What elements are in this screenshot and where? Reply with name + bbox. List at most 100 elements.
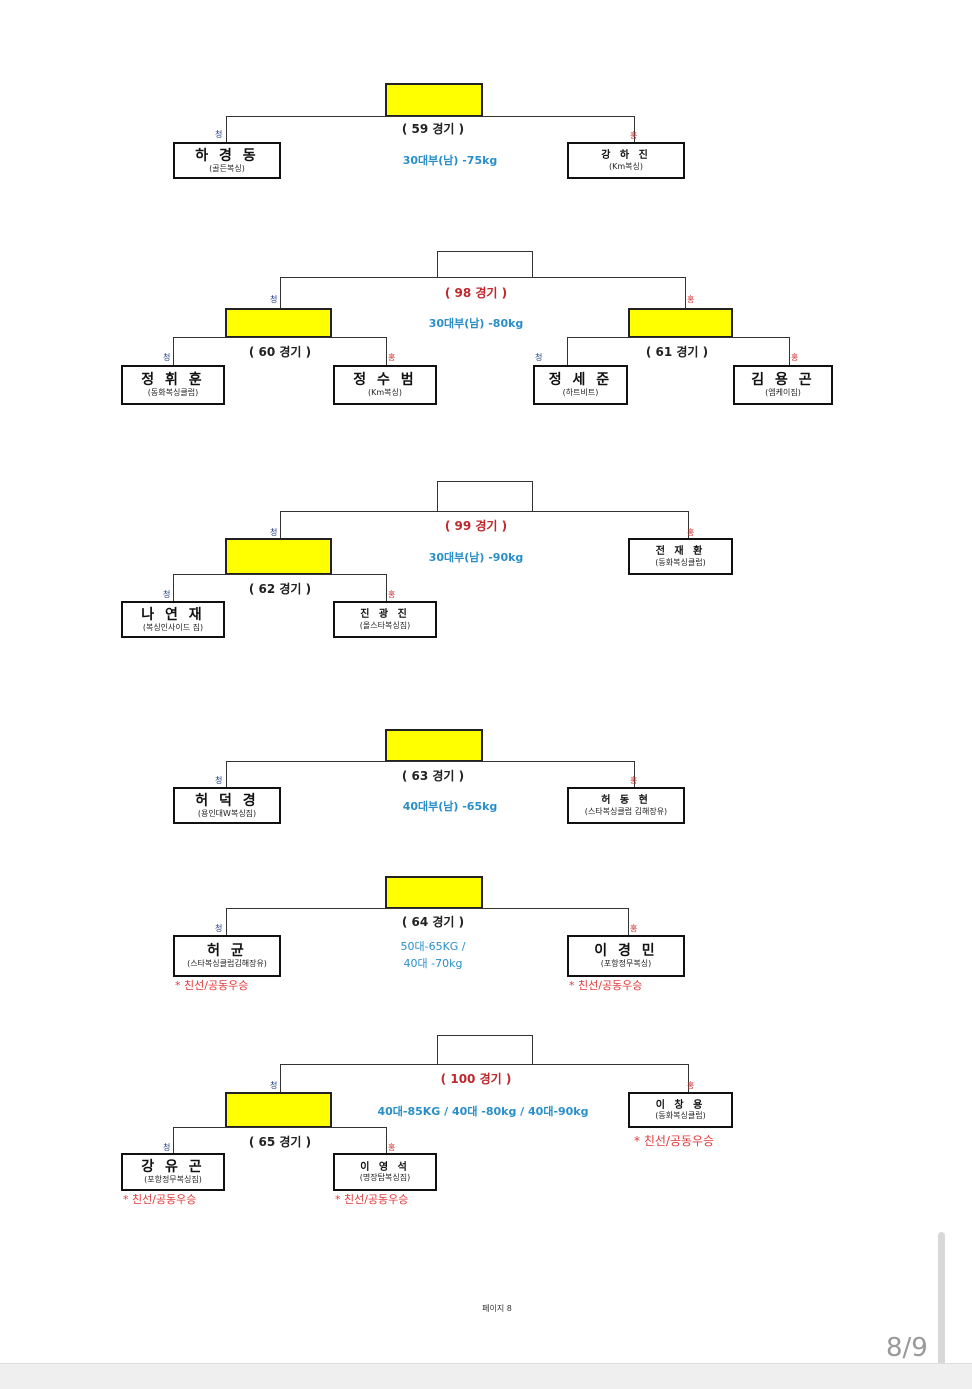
blue-corner-label: 청 — [163, 590, 171, 599]
player-club: (동화복싱클럽) — [655, 557, 706, 567]
weight-category: 40대-85KG / 40대 -80kg / 40대-90kg — [377, 1105, 589, 1118]
winner-box — [225, 538, 332, 575]
red-corner-label: 홍 — [630, 131, 638, 140]
winner-box — [385, 876, 483, 909]
bracket-line — [226, 908, 628, 909]
player-club: (골든복싱) — [209, 163, 245, 173]
player-box: 김 용 곤(엠케이짐) — [733, 365, 833, 405]
player-box: 이 영 석(명장탑복싱짐) — [333, 1153, 437, 1191]
weight-category: 40대부(남) -65kg — [402, 800, 498, 813]
bracket-line — [173, 1127, 174, 1153]
bracket-line — [173, 337, 174, 365]
red-corner-label: 홍 — [388, 353, 396, 362]
player-box: 전 재 환(동화복싱클럽) — [628, 538, 733, 575]
bracket-line — [628, 908, 629, 935]
blue-corner-label: 청 — [215, 130, 223, 139]
player-name: 이 창 용 — [655, 1099, 706, 1111]
bracket-line — [226, 761, 227, 787]
winner-box — [628, 308, 733, 338]
bracket-line — [280, 1064, 281, 1092]
player-box: 이 경 민(포항정무복싱) — [567, 935, 685, 977]
bracket-line — [226, 116, 227, 142]
blue-corner-label: 청 — [270, 1081, 278, 1090]
player-name: 정 세 준 — [548, 372, 613, 389]
bracket-line — [386, 337, 387, 365]
category-line: 50대-65KG / — [400, 940, 466, 953]
result-note: * 친선/공동우승 — [335, 1193, 409, 1206]
result-note: * 친선/공동우승 — [175, 979, 249, 992]
red-corner-label: 홍 — [388, 1143, 396, 1152]
player-club: (스타복싱클럽김해장유) — [187, 959, 267, 969]
player-name: 전 재 환 — [655, 546, 706, 558]
bracket-line — [226, 908, 227, 935]
player-club: (하트비트) — [562, 388, 599, 398]
player-box: 진 광 진(올스타복싱짐) — [333, 601, 437, 638]
winner-box — [225, 308, 332, 338]
bracket-line — [280, 511, 281, 538]
page-footer: 페이지 8 — [482, 1304, 512, 1313]
match-label: ( 99 경기 ) — [444, 519, 508, 533]
player-box: 허 동 현(스타복싱클럽 김해장유) — [567, 787, 685, 824]
page-indicator: 8/9 — [886, 1333, 928, 1363]
match-label: ( 100 경기 ) — [440, 1072, 512, 1086]
player-club: (명장탑복싱짐) — [359, 1173, 411, 1183]
weight-category: 30대부(남) -90kg — [428, 551, 524, 564]
winner-box — [225, 1092, 332, 1128]
red-corner-label: 홍 — [687, 295, 695, 304]
red-corner-label: 홍 — [687, 1081, 695, 1090]
winner-box — [385, 729, 483, 762]
player-name: 이 경 민 — [594, 943, 658, 960]
player-club: (포항정무복싱짐) — [144, 1175, 202, 1185]
player-club: (복싱인사이드 짐) — [142, 622, 204, 632]
bracket-line — [789, 337, 790, 365]
bracket-line — [688, 1064, 689, 1092]
bracket-line — [386, 1127, 387, 1153]
player-club: (포항정무복싱) — [600, 959, 652, 969]
player-club: (Km복싱) — [608, 161, 643, 171]
red-corner-label: 홍 — [388, 590, 396, 599]
player-name: 강 유 곤 — [141, 1159, 205, 1176]
player-box: 강 유 곤(포항정무복싱짐) — [121, 1153, 225, 1191]
bracket-line — [280, 277, 685, 278]
player-box: 정 세 준(하트비트) — [533, 365, 628, 405]
result-note: * 친선/공동우승 — [123, 1193, 197, 1206]
scrollbar[interactable] — [938, 1232, 945, 1388]
player-club: (스타복싱클럽 김해장유) — [584, 806, 668, 816]
player-club: (엠케이짐) — [765, 388, 801, 398]
blue-corner-label: 청 — [215, 924, 223, 933]
player-box: 허 덕 경(용인대W복싱짐) — [173, 787, 281, 824]
player-club: (올스타복싱짐) — [359, 620, 411, 630]
blue-corner-label: 청 — [215, 776, 223, 785]
bracket-line — [688, 511, 689, 538]
player-club: (동화복싱클럽) — [655, 1111, 706, 1121]
bracket-line — [226, 761, 634, 762]
match-label: ( 61 경기 ) — [645, 345, 709, 359]
player-box: 이 창 용(동화복싱클럽) — [628, 1092, 733, 1128]
bracket-line — [386, 574, 387, 601]
player-name: 김 용 곤 — [751, 372, 815, 389]
blue-corner-label: 청 — [270, 528, 278, 537]
winner-box — [385, 83, 483, 117]
red-corner-label: 홍 — [687, 528, 695, 537]
player-name: 이 영 석 — [360, 1161, 410, 1173]
bracket-line — [280, 511, 688, 512]
blue-corner-label: 청 — [270, 295, 278, 304]
player-box: 정 휘 훈(동화복싱클럽) — [121, 365, 225, 405]
player-club: (동화복싱클럽) — [147, 388, 199, 398]
red-corner-label: 홍 — [630, 924, 638, 933]
weight-category: 30대부(남) -75kg — [402, 154, 498, 167]
player-box: 정 수 범(Km복싱) — [333, 365, 437, 405]
match-label: ( 64 경기 ) — [401, 915, 465, 929]
player-club: (용인대W복싱짐) — [197, 808, 257, 818]
bracket-line — [634, 116, 635, 142]
player-name: 하 경 동 — [195, 147, 259, 164]
result-note: * 친선/공동우승 — [634, 1134, 715, 1148]
player-box: 허 균(스타복싱클럽김해장유) — [173, 935, 281, 977]
match-label: ( 59 경기 ) — [401, 122, 465, 136]
player-name: 정 휘 훈 — [141, 372, 205, 389]
player-box: 강 하 진(Km복싱) — [567, 142, 685, 179]
red-corner-label: 홍 — [630, 776, 638, 785]
player-name: 허 동 현 — [601, 795, 651, 807]
bracket-line — [280, 1064, 688, 1065]
weight-category: 30대부(남) -80kg — [428, 317, 524, 330]
